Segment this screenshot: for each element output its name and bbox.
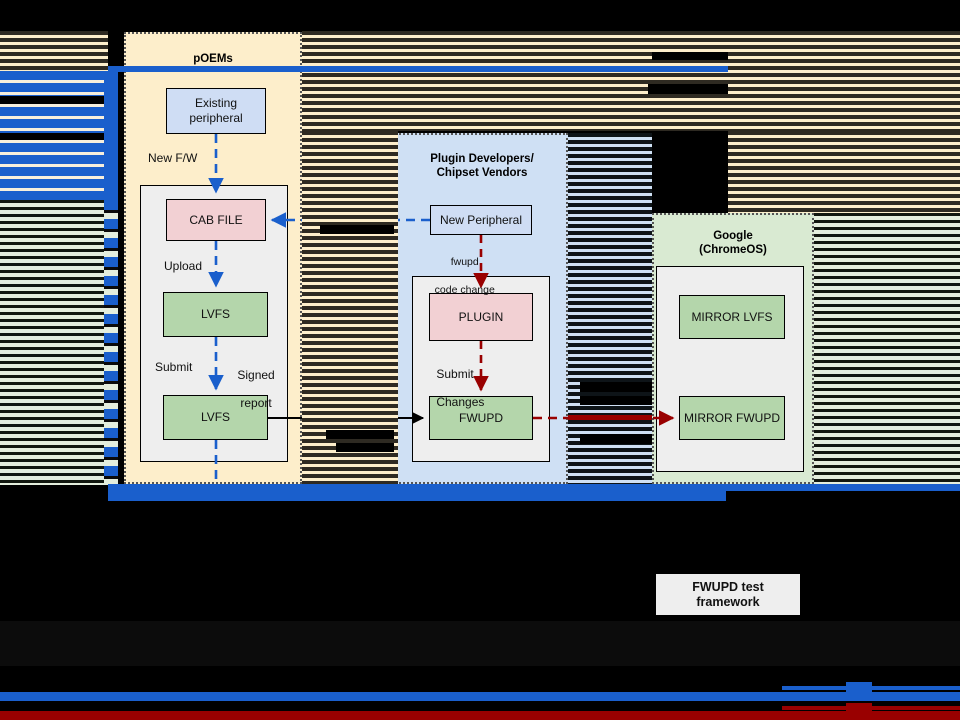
edge-label-signed-report-line2: report — [240, 396, 272, 410]
node-fwupd[interactable]: FWUPD — [429, 396, 533, 440]
edge-label-fwupd-code-change-line1: fwupd — [450, 256, 479, 268]
node-new-peripheral[interactable]: New Peripheral — [430, 205, 532, 235]
edge-label-signed-report: Signed report — [224, 354, 275, 424]
node-cab-file[interactable]: CAB FILE — [166, 199, 266, 241]
edge-label-submit: Submit — [155, 360, 193, 374]
node-mirror-lvfs[interactable]: MIRROR LVFS — [679, 295, 785, 339]
node-mirror-fwupd[interactable]: MIRROR FWUPD — [679, 396, 785, 440]
node-fwupd-test-framework[interactable]: FWUPD test framework — [656, 574, 800, 615]
node-existing-peripheral-line1: Existing — [194, 96, 238, 110]
node-plugin[interactable]: PLUGIN — [429, 293, 533, 341]
edge-label-fwupd-code-change: fwupd code change — [423, 241, 495, 311]
edge-label-signed-report-line1: Signed — [237, 368, 275, 382]
edge-label-fwupd-code-change-line2: code change — [434, 284, 495, 296]
node-existing-peripheral[interactable]: Existing peripheral — [166, 88, 266, 134]
swimlane-google-title-line2: (ChromeOS) — [699, 244, 767, 256]
edge-label-submit-changes: Submit Changes — [423, 353, 484, 423]
edge-label-submit-changes-line2: Changes — [436, 395, 485, 409]
edge-label-upload: Upload — [164, 259, 203, 273]
swimlane-poems-title: pOEMs — [193, 53, 233, 65]
node-lvfs-submit[interactable]: LVFS — [163, 395, 268, 440]
node-lvfs-upload[interactable]: LVFS — [163, 292, 268, 337]
node-existing-peripheral-line2: peripheral — [189, 111, 243, 125]
swimlane-plugin-title-line1: Plugin Developers/ — [430, 153, 534, 165]
edge-label-submit-changes-line1: Submit — [436, 367, 474, 381]
edge-label-new-fw: New F/W — [148, 151, 198, 165]
swimlane-google-title-line1: Google — [713, 230, 753, 242]
swimlane-plugin-title-line2: Chipset Vendors — [436, 167, 528, 179]
